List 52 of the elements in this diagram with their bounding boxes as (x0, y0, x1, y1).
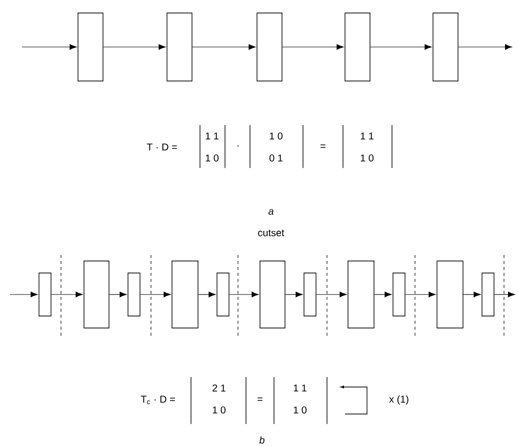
block-box (344, 12, 370, 82)
block-box (256, 12, 282, 82)
math-label: T$_{c}$ · D = (140, 396, 175, 404)
arrow (140, 292, 171, 298)
arrow (463, 292, 481, 298)
block-box (216, 272, 230, 316)
block-box (436, 260, 464, 328)
block-box (166, 12, 192, 82)
math-label: 1 1 (206, 132, 218, 140)
math-label: a (268, 209, 274, 215)
math-label: 1 0 (212, 406, 226, 414)
math-label: b (259, 436, 264, 444)
arrow (316, 292, 347, 298)
arrow (229, 292, 259, 298)
math-label: 0 1 (269, 154, 282, 162)
arrow (458, 44, 512, 50)
arrow (10, 292, 38, 298)
arrow (494, 292, 516, 298)
block-box (432, 12, 458, 82)
block-box (78, 12, 104, 82)
block-box (482, 272, 494, 316)
math-label: 1 0 (206, 154, 219, 162)
block-box (38, 272, 52, 316)
math-label: T · D = (146, 144, 177, 150)
math-label: 2 1 (212, 384, 226, 392)
block-box (348, 260, 374, 328)
math-label: 1 0 (294, 406, 307, 414)
math-label: 1 1 (294, 384, 306, 392)
block-box (260, 260, 286, 328)
block-box (128, 272, 140, 316)
arrow (22, 44, 77, 50)
arrow (405, 292, 436, 298)
arrow (103, 44, 166, 50)
block-box (84, 260, 110, 328)
math-label: = (320, 144, 326, 148)
arrow (370, 44, 432, 50)
math-label: = (258, 398, 262, 401)
arrow (109, 292, 127, 298)
arrow (51, 292, 83, 298)
math-label: 1 0 (360, 154, 374, 162)
arrow (374, 292, 392, 298)
arrow (285, 292, 303, 298)
math-label: 1 0 (270, 132, 283, 140)
arrow (192, 44, 256, 50)
block-box (172, 260, 198, 328)
math-label: x (1) (389, 395, 408, 405)
block-box (392, 272, 406, 316)
math-label: cutset (258, 230, 284, 236)
block-box (304, 272, 316, 316)
arrow (198, 292, 216, 298)
arrow (282, 44, 344, 50)
math-label: 1 1 (360, 132, 374, 140)
